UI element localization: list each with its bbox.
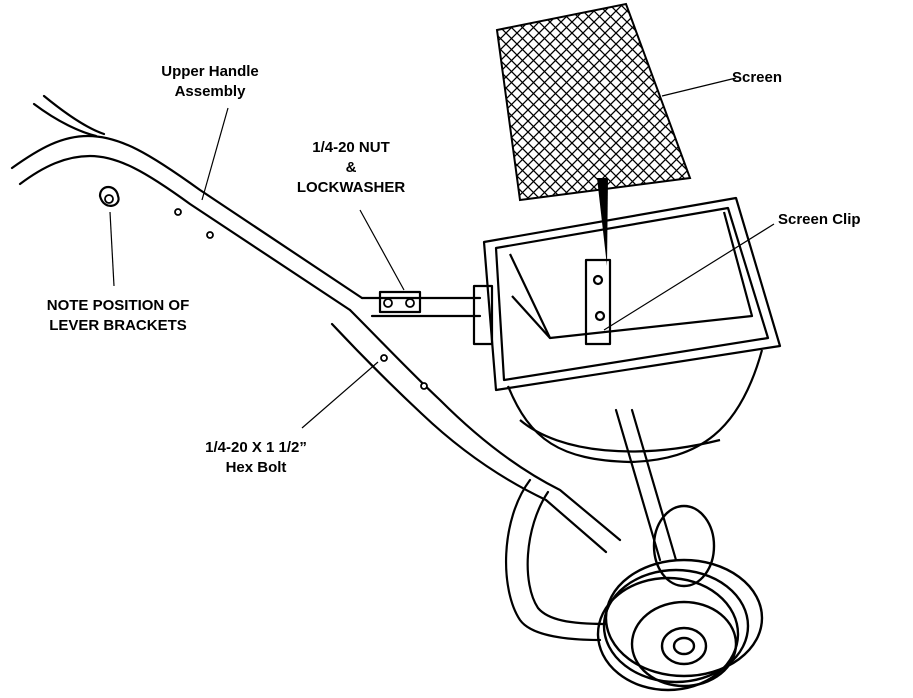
label-lever-brackets-note: NOTE POSITION OF LEVER BRACKETS <box>46 297 190 334</box>
label-hex-bolt: 1/4-20 X 1 1/2” Hex Bolt <box>205 439 307 476</box>
hopper <box>472 196 782 464</box>
screen-mesh <box>495 2 692 202</box>
wheel <box>596 504 764 692</box>
label-nut-lockwasher: 1/4-20 NUT & LOCKWASHER <box>296 139 406 196</box>
label-screen-clip: Screen Clip <box>778 211 861 228</box>
label-screen: Screen <box>732 69 783 86</box>
hardware-holes <box>104 194 428 390</box>
handle-frame <box>10 94 678 642</box>
label-upper-handle-assembly: Upper Handle Assembly <box>161 63 259 100</box>
leader-lines <box>109 77 775 429</box>
